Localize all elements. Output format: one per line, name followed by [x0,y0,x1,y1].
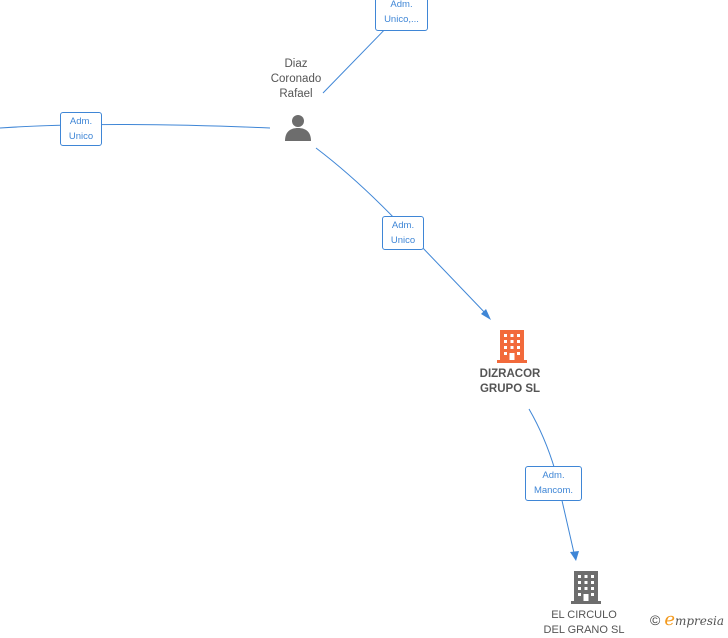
building-icon[interactable] [496,328,528,364]
copyright-symbol: © [650,612,661,628]
brand-name: mpresia [674,614,725,628]
company-label-circulo[interactable]: EL CIRCULO DEL GRANO SL [543,609,625,636]
building-icon[interactable] [570,569,602,605]
arrowhead-circulo [570,551,579,561]
edge-label-diaz-to-dizracor[interactable]: Adm. Unico [382,216,424,250]
company-label-dizracor[interactable]: DIZRACOR GRUPO SL [479,368,541,395]
edge-label-dizracor-to-circulo[interactable]: Adm. Mancom. [525,466,582,501]
person-icon[interactable] [283,112,313,142]
person-label-diaz[interactable]: Diaz Coronado Rafael [270,58,322,100]
edge-label-top-right[interactable]: Adm. Unico,... [375,0,428,31]
arrowhead-dizracor [481,309,491,320]
edge-left [0,124,271,129]
edge-top-right [322,21,393,94]
edge-label-left[interactable]: Adm. Unico [60,112,102,146]
brand-logo: ©empresia [650,609,724,630]
brand-initial: e [664,609,675,630]
